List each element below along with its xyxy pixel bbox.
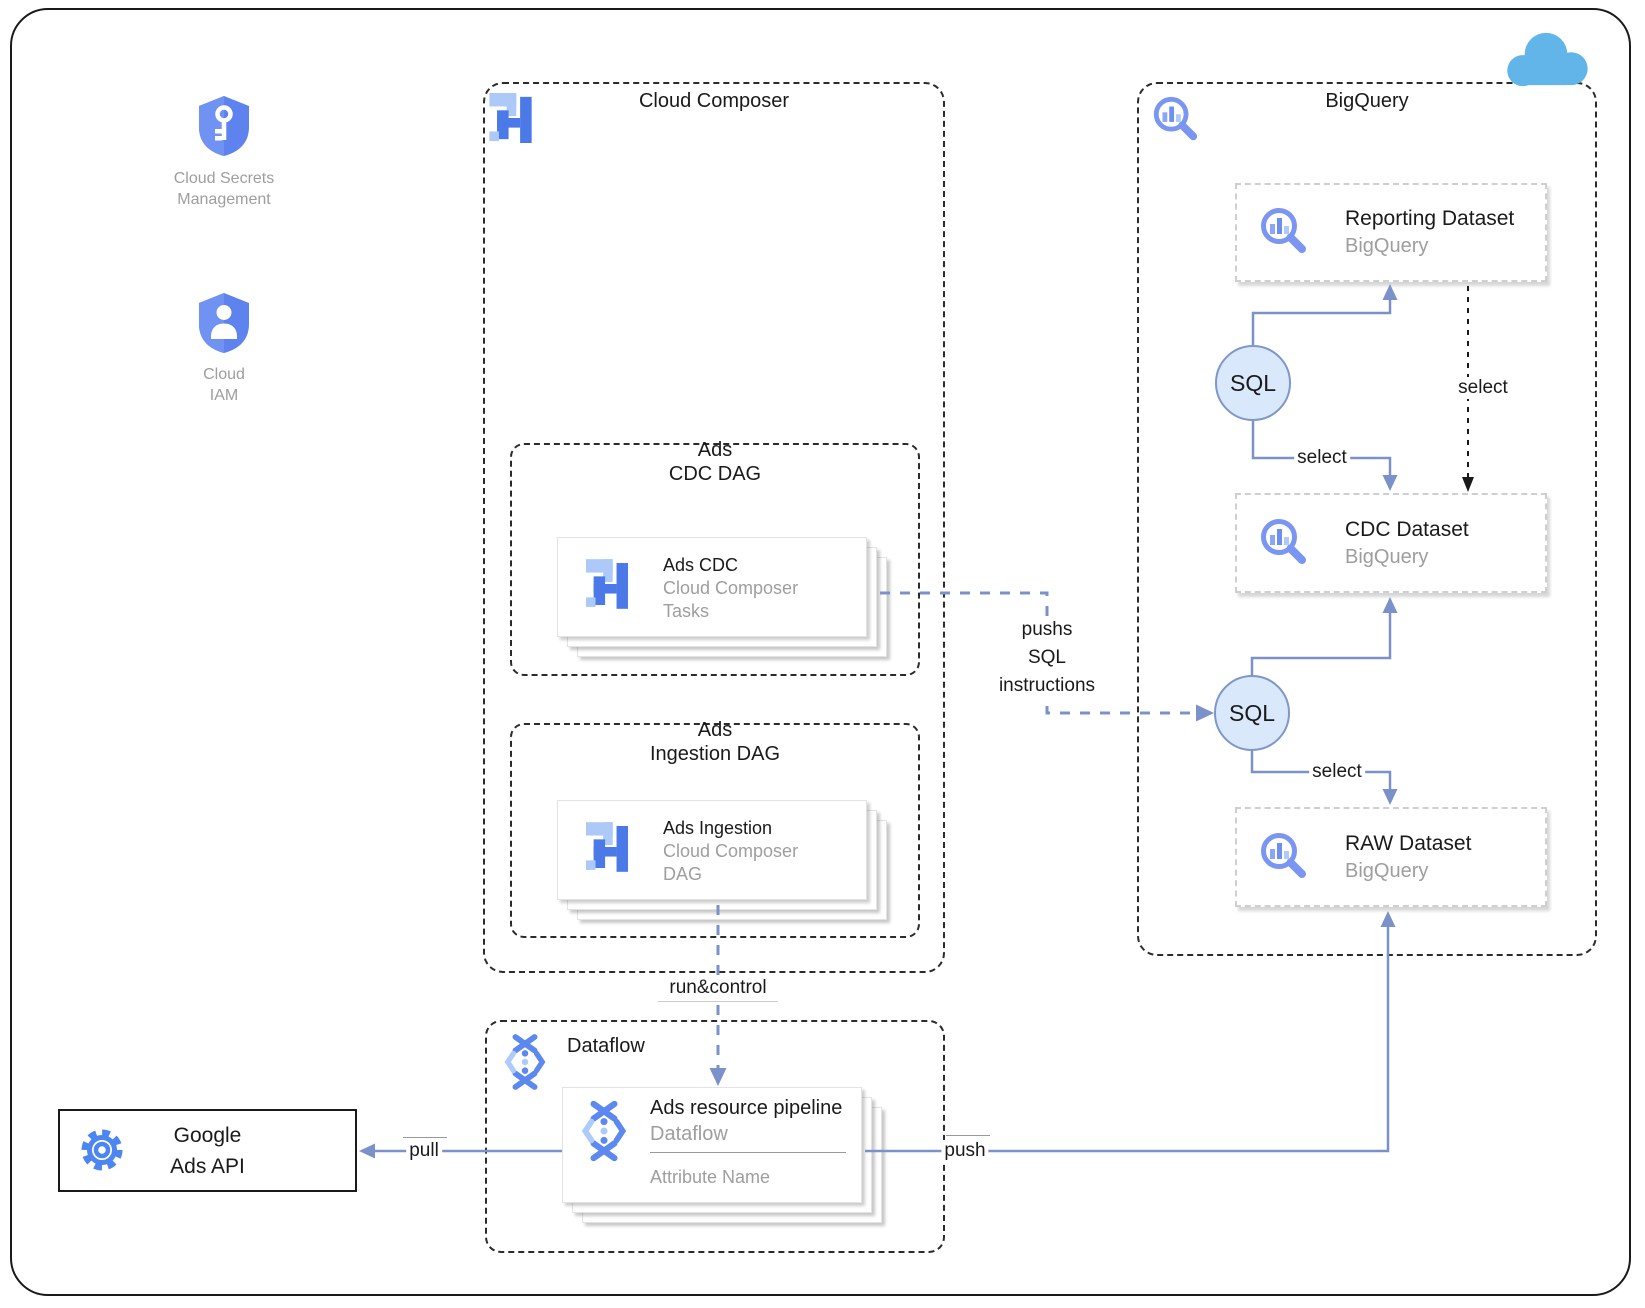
pushs-sql-instructions-label: pushs SQL instructions (995, 616, 1099, 700)
ads-cdc-card-text: Ads CDC Cloud Composer Tasks (663, 554, 798, 623)
select-label-sql2-raw: select (1309, 761, 1365, 783)
reporting-dataset-title: Reporting Dataset (1345, 207, 1515, 230)
pull-label: pull (406, 1140, 442, 1162)
sql-node-1-label: SQL (1229, 369, 1277, 396)
ads-cdc-card-title: Ads CDC (663, 555, 739, 575)
pipeline-dataflow-icon (578, 1098, 630, 1164)
raw-dataset-title: RAW Dataset (1345, 832, 1472, 855)
pipeline-card-sub: Dataflow (650, 1123, 728, 1145)
run-control-underline (658, 1001, 778, 1002)
sql-node-1: SQL (1215, 345, 1291, 421)
push-label: push (941, 1140, 989, 1162)
shield-key-icon (196, 93, 252, 159)
cloud-secrets-label-line1: Cloud Secrets (173, 170, 275, 187)
google-ads-api-label: Google Ads API (58, 1120, 357, 1182)
raw-dataset-text: RAW Dataset BigQuery (1345, 832, 1471, 883)
reporting-dataset-sub: BigQuery (1345, 235, 1429, 257)
ads-cdc-composer-icon (586, 558, 628, 610)
ads-cdc-dag-box (510, 443, 920, 676)
pipeline-card-divider (650, 1152, 846, 1153)
reporting-dataset-bigquery-icon (1257, 204, 1309, 260)
cloud-secrets-label: Cloud Secrets Management (114, 168, 334, 210)
diagram-border (10, 8, 1631, 1296)
ads-cdc-card-sub1: Cloud Composer (663, 578, 799, 598)
cloud-icon (1498, 28, 1594, 90)
ads-cdc-dag-title: Ads CDC DAG (565, 438, 865, 486)
ads-ingestion-dag-title-line1: Ads (697, 719, 733, 741)
ads-ingestion-dag-title: Ads Ingestion DAG (565, 718, 865, 766)
ads-ingestion-dag-box (510, 723, 920, 938)
cloud-secrets-label-line2: Management (177, 191, 271, 208)
ads-cdc-card-sub2: Tasks (663, 601, 710, 621)
sql-node-2-label: SQL (1228, 699, 1276, 726)
cloud-composer-title: Cloud Composer (638, 90, 790, 112)
cdc-dataset-title: CDC Dataset (1345, 518, 1469, 541)
bigquery-logo-icon (1150, 93, 1200, 147)
raw-dataset-bigquery-icon (1257, 829, 1309, 885)
reporting-dataset-text: Reporting Dataset BigQuery (1345, 207, 1514, 258)
ads-ingestion-card-title: Ads Ingestion (663, 818, 773, 838)
ads-ingestion-card-text: Ads Ingestion Cloud Composer DAG (663, 817, 798, 886)
cloud-composer-group (483, 82, 945, 973)
pushs-sql-line1: pushs (1021, 619, 1073, 640)
pipeline-card-text: Ads resource pipeline Dataflow (650, 1097, 842, 1146)
cdc-dataset-bigquery-icon (1257, 515, 1309, 571)
bigquery-title: BigQuery (1325, 90, 1409, 112)
cloud-iam-label-line1: Cloud (203, 366, 245, 383)
raw-dataset-sub: BigQuery (1345, 860, 1429, 882)
cloud-iam-label-line2: IAM (209, 387, 239, 404)
ads-ingestion-card-sub1: Cloud Composer (663, 841, 799, 861)
pushs-sql-line3: instructions (998, 675, 1096, 696)
ads-cdc-dag-title-line2: CDC DAG (668, 463, 762, 485)
pipeline-card-title: Ads resource pipeline (650, 1097, 843, 1119)
pushs-sql-line2: SQL (1027, 647, 1067, 668)
sql-node-2: SQL (1214, 675, 1290, 751)
cloud-composer-logo-icon (488, 93, 533, 143)
google-ads-api-line1: Google (173, 1124, 242, 1147)
ads-ingestion-dag-title-line2: Ingestion DAG (649, 743, 781, 765)
ads-cdc-dag-title-line1: Ads (697, 439, 733, 461)
google-ads-api-line2: Ads API (170, 1155, 245, 1178)
cdc-dataset-sub: BigQuery (1345, 546, 1429, 568)
ads-ingestion-composer-icon (586, 821, 628, 873)
pipeline-card-field: Attribute Name (650, 1167, 771, 1187)
shield-person-icon (196, 290, 252, 356)
select-label-dashed: select (1455, 377, 1511, 399)
dataflow-logo-icon (501, 1032, 549, 1092)
cdc-dataset-text: CDC Dataset BigQuery (1345, 518, 1469, 569)
dataflow-title: Dataflow (567, 1035, 645, 1057)
run-control-label: run&control (666, 977, 770, 999)
pull-label-tick (403, 1137, 447, 1138)
cloud-iam-label: Cloud IAM (114, 364, 334, 406)
push-label-tick (946, 1135, 990, 1136)
select-label-sql1-cdc: select (1294, 447, 1350, 469)
ads-ingestion-card-sub2: DAG (663, 864, 703, 884)
